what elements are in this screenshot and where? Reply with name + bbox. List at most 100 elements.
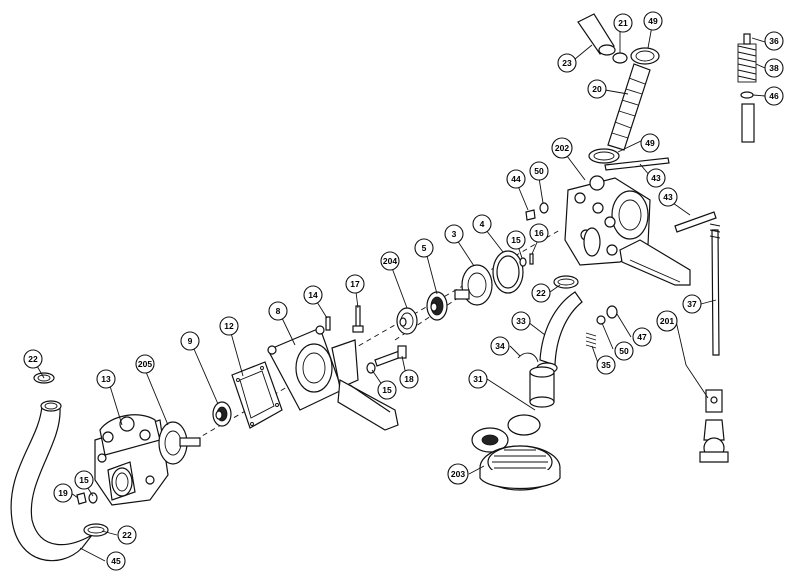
callout-43-top: 43 bbox=[646, 168, 666, 188]
callout-19: 19 bbox=[53, 483, 73, 503]
bearing-9 bbox=[212, 401, 232, 427]
fitting-21 bbox=[612, 52, 628, 64]
callout-31: 31 bbox=[468, 369, 488, 389]
svg-text:14: 14 bbox=[308, 290, 318, 300]
callout-203: 203 bbox=[447, 463, 469, 485]
bolt-17 bbox=[352, 305, 364, 333]
washer-47 bbox=[606, 305, 618, 319]
callout-37: 37 bbox=[682, 294, 702, 314]
svg-text:49: 49 bbox=[648, 16, 658, 26]
callout-38: 38 bbox=[764, 58, 784, 78]
callout-22-bot: 22 bbox=[117, 525, 137, 545]
svg-text:33: 33 bbox=[516, 316, 526, 326]
svg-text:12: 12 bbox=[224, 321, 234, 331]
washer-15-left bbox=[88, 492, 98, 504]
callout-16: 16 bbox=[529, 223, 549, 243]
svg-text:22: 22 bbox=[28, 354, 38, 364]
front-housing-13 bbox=[94, 414, 169, 506]
callout-33: 33 bbox=[511, 311, 531, 331]
callout-204: 204 bbox=[380, 251, 400, 271]
svg-text:44: 44 bbox=[511, 174, 521, 184]
callout-18: 18 bbox=[399, 369, 419, 389]
callout-50-bot: 50 bbox=[614, 341, 634, 361]
callout-22-mid: 22 bbox=[531, 283, 551, 303]
impeller-205 bbox=[158, 421, 201, 465]
svg-text:23: 23 bbox=[562, 58, 572, 68]
tube-23 bbox=[577, 13, 616, 56]
svg-text:22: 22 bbox=[122, 530, 132, 540]
callout-17: 17 bbox=[345, 274, 365, 294]
svg-text:50: 50 bbox=[534, 166, 544, 176]
svg-text:20: 20 bbox=[592, 84, 602, 94]
o-ring-4 bbox=[492, 250, 524, 294]
svg-text:49: 49 bbox=[645, 138, 655, 148]
callout-21: 21 bbox=[613, 13, 633, 33]
svg-text:17: 17 bbox=[350, 279, 360, 289]
callout-34: 34 bbox=[490, 336, 510, 356]
gasket-12 bbox=[231, 361, 283, 429]
callout-3: 3 bbox=[444, 224, 464, 244]
svg-text:15: 15 bbox=[79, 475, 89, 485]
hose-20 bbox=[607, 63, 651, 151]
callouts: 22 13 205 9 12 8 14 17 18 15 204 5 3 4 1… bbox=[23, 11, 784, 571]
clamp-49-top bbox=[630, 47, 660, 65]
svg-text:35: 35 bbox=[601, 360, 611, 370]
screw-44 bbox=[525, 209, 536, 221]
callout-22-top: 22 bbox=[23, 349, 43, 369]
svg-text:31: 31 bbox=[473, 374, 483, 384]
callout-5: 5 bbox=[414, 238, 434, 258]
svg-text:201: 201 bbox=[660, 316, 674, 326]
callout-45: 45 bbox=[106, 551, 126, 571]
callout-15-left: 15 bbox=[74, 470, 94, 490]
screw-15-right bbox=[519, 257, 527, 267]
svg-text:3: 3 bbox=[452, 229, 457, 239]
callout-50-top: 50 bbox=[529, 161, 549, 181]
washer-15-mid bbox=[366, 362, 376, 374]
bearing-5 bbox=[426, 291, 448, 321]
svg-text:21: 21 bbox=[618, 18, 628, 28]
svg-text:15: 15 bbox=[382, 385, 392, 395]
svg-text:47: 47 bbox=[637, 332, 647, 342]
pin-14 bbox=[325, 316, 331, 331]
nut-19 bbox=[76, 492, 87, 505]
callout-20: 20 bbox=[587, 79, 607, 99]
clamp-49-mid bbox=[588, 148, 620, 164]
seal-204 bbox=[396, 307, 418, 335]
rod-43-top bbox=[604, 157, 670, 171]
callout-205: 205 bbox=[135, 354, 155, 374]
spring-assembly-36-38-46 bbox=[737, 33, 757, 143]
svg-text:37: 37 bbox=[687, 299, 697, 309]
svg-text:204: 204 bbox=[383, 256, 397, 266]
right-housing-202 bbox=[564, 175, 691, 286]
svg-text:5: 5 bbox=[422, 243, 427, 253]
svg-text:43: 43 bbox=[663, 192, 673, 202]
svg-text:22: 22 bbox=[536, 288, 546, 298]
clamp-22-bot bbox=[83, 523, 109, 537]
svg-text:205: 205 bbox=[138, 359, 152, 369]
svg-text:45: 45 bbox=[111, 556, 121, 566]
spring-35 bbox=[585, 332, 597, 349]
svg-text:34: 34 bbox=[495, 341, 505, 351]
sleeve-3 bbox=[454, 264, 493, 306]
callout-47: 47 bbox=[632, 327, 652, 347]
svg-text:50: 50 bbox=[619, 346, 629, 356]
bolt-18 bbox=[374, 345, 407, 367]
svg-text:43: 43 bbox=[651, 173, 661, 183]
callout-4: 4 bbox=[472, 214, 492, 234]
callout-13: 13 bbox=[96, 369, 116, 389]
svg-text:16: 16 bbox=[534, 228, 544, 238]
svg-text:4: 4 bbox=[480, 219, 485, 229]
callout-49-mid: 49 bbox=[640, 133, 660, 153]
rod-43-right bbox=[674, 211, 717, 233]
wire-34 bbox=[517, 352, 539, 363]
svg-text:8: 8 bbox=[276, 306, 281, 316]
callout-201: 201 bbox=[656, 310, 678, 332]
svg-text:38: 38 bbox=[769, 63, 779, 73]
svg-text:15: 15 bbox=[511, 235, 521, 245]
hose-45 bbox=[10, 400, 93, 562]
main-axis bbox=[194, 229, 561, 441]
svg-text:18: 18 bbox=[404, 374, 414, 384]
svg-text:203: 203 bbox=[451, 469, 465, 479]
callout-35: 35 bbox=[596, 355, 616, 375]
